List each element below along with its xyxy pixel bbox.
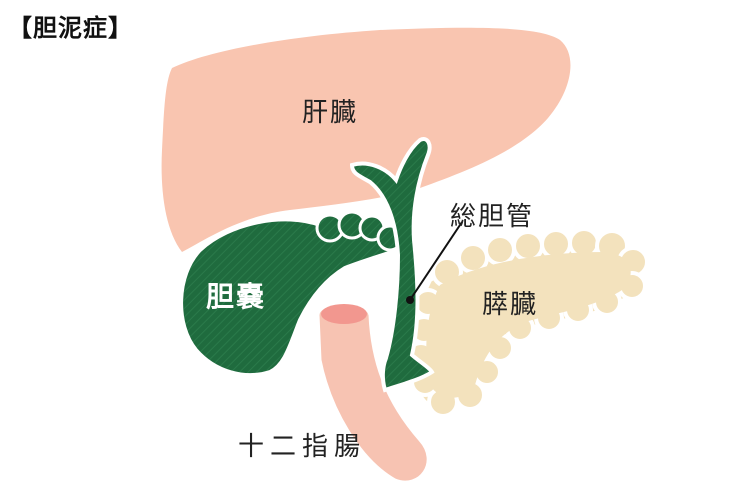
common-bile-duct-label: 総胆管 bbox=[450, 202, 535, 232]
duodenum-label: 十二指腸 bbox=[238, 432, 367, 462]
liver-label: 肝臓 bbox=[302, 98, 359, 128]
page-title: 【胆泥症】 bbox=[8, 14, 133, 42]
pancreas-fill bbox=[426, 252, 631, 398]
common-bile-duct-shape bbox=[349, 137, 435, 393]
duodenum-shape bbox=[316, 302, 430, 484]
gallbladder-label: 胆嚢 bbox=[206, 280, 267, 313]
liver-shape bbox=[161, 27, 571, 253]
cbd-pointer-line bbox=[409, 221, 463, 301]
cbd-pointer-dot bbox=[406, 296, 414, 304]
pancreas-label: 膵臓 bbox=[482, 290, 539, 320]
